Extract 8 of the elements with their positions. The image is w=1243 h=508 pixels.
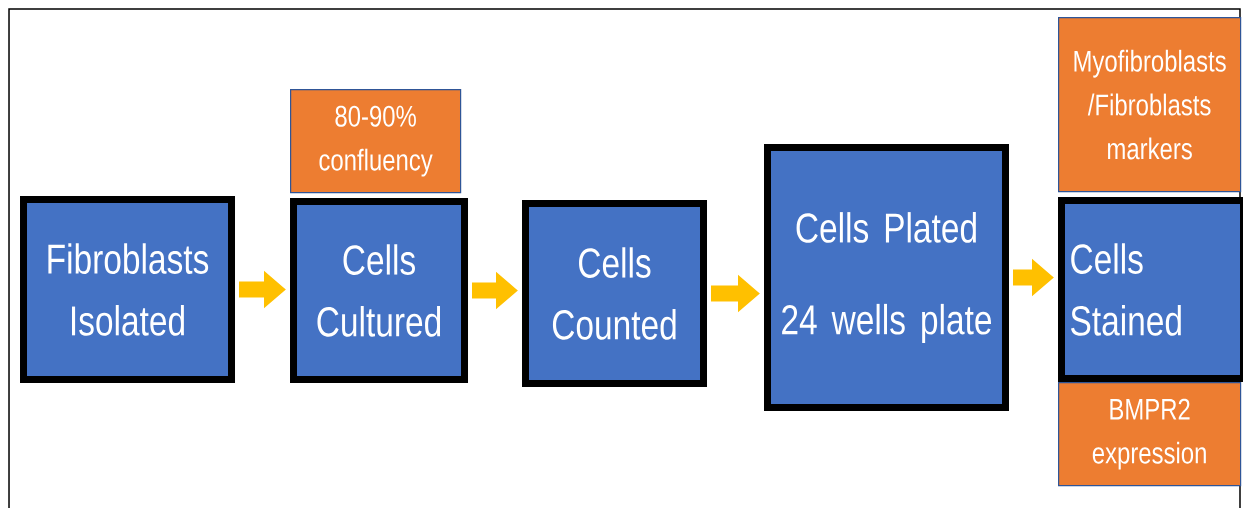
- note-box: 80-90% confluency: [290, 89, 462, 194]
- process-box: Cells Counted: [522, 200, 707, 387]
- note-box: Myofibroblasts /Fibroblasts markers: [1058, 17, 1242, 193]
- note-box: BMPR2 expression: [1058, 382, 1242, 487]
- process-box: Fibroblasts Isolated: [20, 196, 235, 383]
- process-box: Cells Stained: [1058, 197, 1243, 382]
- process-box: Cells Plated 24 wells plate: [764, 144, 1009, 411]
- process-box: Cells Cultured: [290, 198, 468, 383]
